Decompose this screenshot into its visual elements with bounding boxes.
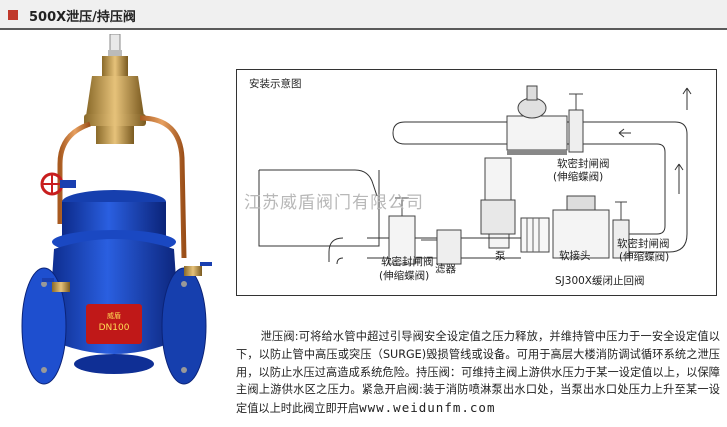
piping-schematic (258, 85, 692, 265)
product-description: 泄压阀:可将给水管中超过引导阀安全设定值之压力释放，并维持管中压力于一安全设定值… (236, 328, 720, 418)
label-filter: 滤器 (435, 263, 456, 275)
company-watermark: 江苏威盾阀门有限公司 (244, 193, 424, 213)
label-pump: 泵 (495, 250, 506, 262)
label-soft-joint: 软接头 (559, 250, 591, 262)
page-title: 500X泄压/持压阀 (29, 10, 136, 25)
description-text: 泄压阀:可将给水管中超过引导阀安全设定值之压力释放，并维持管中压力于一安全设定值… (236, 330, 720, 416)
label-valve-top: 软密封闸阀 (557, 158, 610, 170)
product-plate-size: DN100 (99, 323, 130, 333)
label-valve-left: 软密封闸阀 (381, 256, 434, 268)
header-bar: 500X泄压/持压阀 (0, 0, 727, 30)
label-valve-top-sub: (伸缩蝶阀) (553, 171, 604, 183)
valve-product-image: DN100 威盾 (21, 34, 212, 385)
diagram-title: 安装示意图 (249, 78, 302, 90)
label-valve-right: 软密封闸阀 (617, 238, 670, 250)
label-valve-left-sub: (伸缩蝶阀) (379, 270, 430, 282)
installation-diagram: 安装示意图 软密封闸阀 (伸缩蝶阀) 软密封闸阀 (伸缩蝶阀) 滤器 泵 软接头… (236, 69, 717, 296)
product-plate-brand: 威盾 (107, 311, 121, 320)
website-url: www.weidunfm.com (359, 400, 496, 416)
label-check-valve: SJ300X缓闭止回阀 (555, 275, 645, 287)
header-bullet-icon (8, 10, 18, 20)
label-valve-right-sub: (伸缩蝶阀) (619, 251, 670, 263)
